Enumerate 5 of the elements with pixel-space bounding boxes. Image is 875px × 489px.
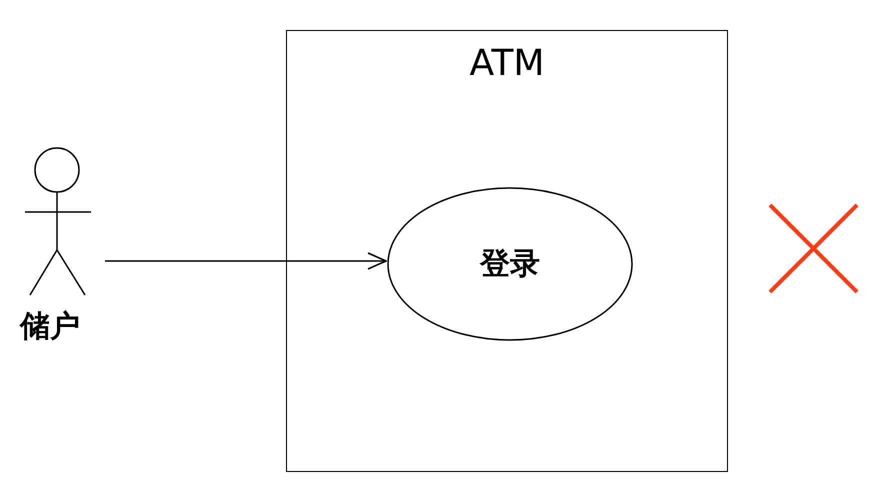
use-case-label: 登录 (480, 246, 540, 284)
arrow (105, 252, 387, 270)
system-boundary (286, 30, 728, 472)
actor-label: 储户 (20, 308, 80, 346)
system-label: ATM (468, 43, 546, 84)
